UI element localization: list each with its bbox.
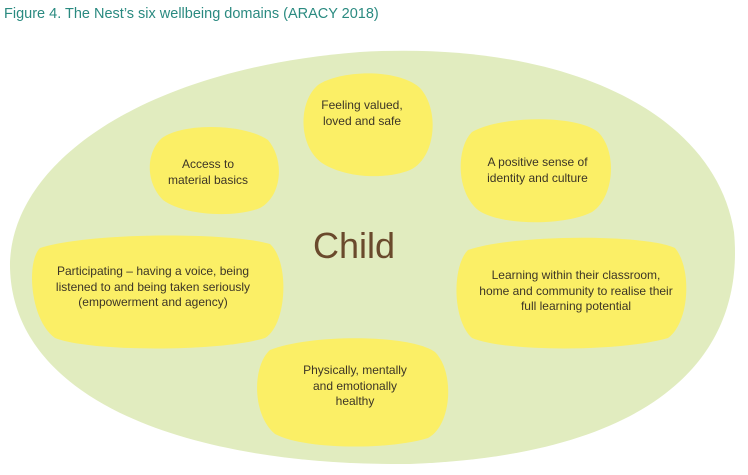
domain-blob-material-basics (149, 126, 279, 215)
domain-blob-healthy (257, 338, 449, 447)
domain-blob-identity-culture (460, 119, 611, 223)
domain-label-learning: Learning within their classroom, home an… (479, 268, 673, 313)
domain-blob-learning (456, 237, 687, 349)
domain-label-healthy: Physically, mentally and emotionally hea… (303, 363, 407, 408)
domain-label-participating: Participating – having a voice, being li… (55, 264, 251, 309)
center-label-child: Child (312, 225, 396, 266)
domain-label-identity-culture: A positive sense of identity and culture (487, 155, 588, 185)
domain-label-feeling-valued: Feeling valued, loved and safe (321, 98, 403, 128)
domain-blob-feeling-valued (303, 73, 433, 177)
domain-blob-participating (32, 235, 284, 349)
figure-caption: Figure 4. The Nest’s six wellbeing domai… (4, 6, 379, 22)
domain-label-material-basics: Access to material basics (167, 157, 249, 187)
